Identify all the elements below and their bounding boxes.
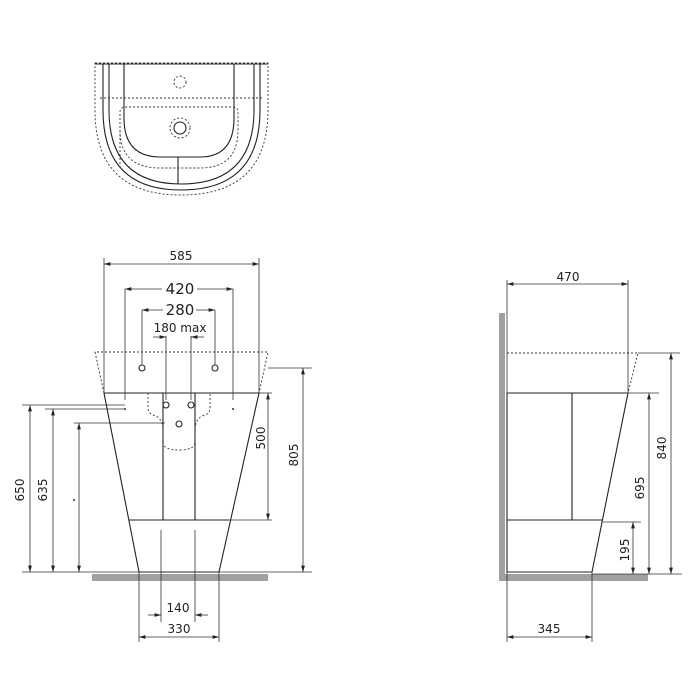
wall xyxy=(499,313,505,581)
dim-pedestal-height: 500 xyxy=(254,427,268,450)
dim-height-195: 195 xyxy=(618,539,632,562)
dim-depth-overall: 470 xyxy=(557,270,580,284)
dim-tap-spacing: 280 xyxy=(166,301,195,319)
dim-mount-spacing-inner: 180 max xyxy=(154,321,207,335)
dim-base-gap: 140 xyxy=(167,601,190,615)
side-view: 470 840 695 195 345 xyxy=(499,270,682,642)
dim-height-650: 650 xyxy=(13,479,27,502)
dim-base-width: 330 xyxy=(168,622,191,636)
dim-base-depth: 345 xyxy=(538,622,561,636)
front-view: 585 420 280 180 max 650 635 500 xyxy=(13,249,312,642)
dim-height-695: 695 xyxy=(633,477,647,500)
dim-mount-spacing-outer: 420 xyxy=(166,280,195,298)
dim-height-840: 840 xyxy=(655,437,669,460)
dim-width-overall: 585 xyxy=(170,249,193,263)
drain-icon xyxy=(173,121,187,135)
top-view xyxy=(94,62,269,196)
floor xyxy=(505,574,648,581)
tap-hole-icon xyxy=(173,75,187,89)
dim-rim-height: 805 xyxy=(287,444,301,467)
dim-height-635: 635 xyxy=(36,479,50,502)
